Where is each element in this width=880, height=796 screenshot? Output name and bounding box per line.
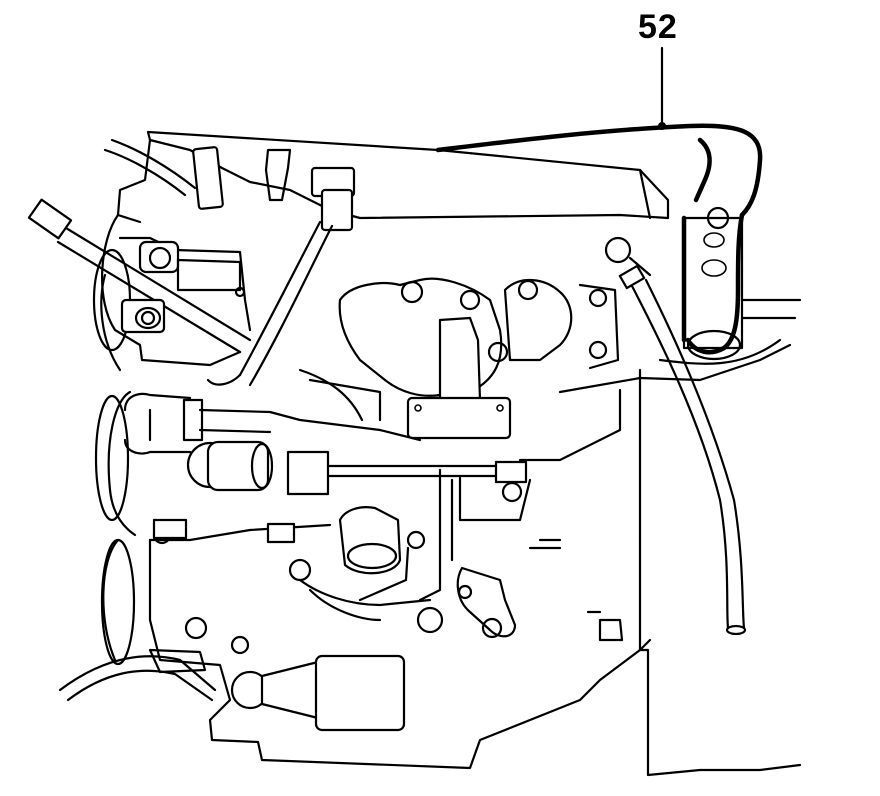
top-tubes: [103, 138, 292, 210]
lever-rod: [27, 198, 252, 354]
oil-pan: [148, 523, 652, 770]
right-brackets: [518, 298, 802, 542]
fuel-lines: [123, 392, 422, 492]
bolts: [140, 286, 296, 545]
lower-bracket: [456, 538, 562, 639]
transmission-housing: [586, 538, 802, 777]
dipstick-tube: [618, 264, 747, 636]
callout-label: 52: [638, 8, 678, 46]
engine-block-left: [92, 213, 252, 666]
hose-52: [435, 123, 763, 355]
injection-pump: [286, 368, 532, 602]
callout-leader: [658, 46, 666, 130]
vertical-pipe: [206, 166, 356, 387]
starter-motor: [58, 654, 406, 732]
center-housing: [406, 316, 512, 440]
manifold: [338, 236, 652, 397]
hose-sleeve: [682, 206, 744, 361]
